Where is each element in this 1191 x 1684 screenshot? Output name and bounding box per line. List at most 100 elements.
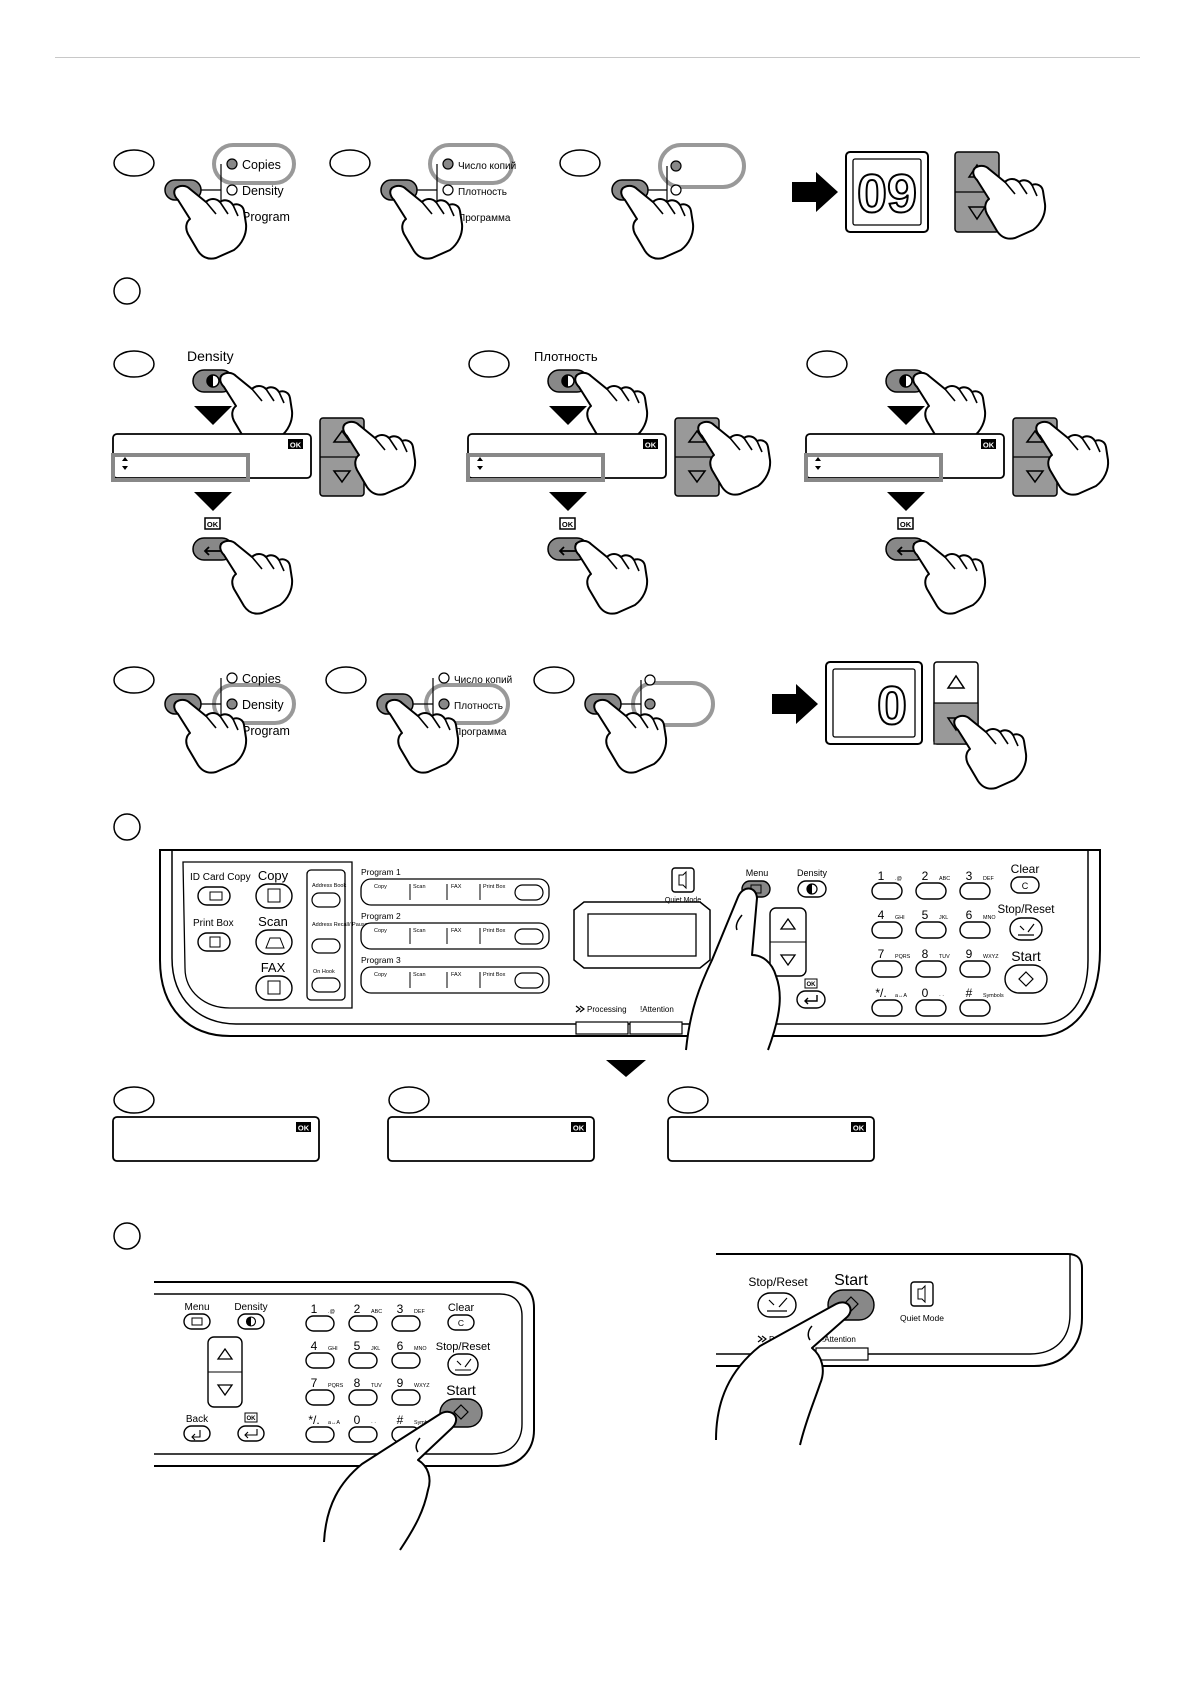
step-badge [113,813,141,841]
down-arrow-icon[interactable] [1025,470,1045,484]
svg-text:Scan: Scan [413,884,426,890]
number-key[interactable] [959,999,991,1017]
copy-button[interactable] [255,883,293,909]
number-key[interactable] [348,1426,378,1443]
number-key[interactable] [305,1389,335,1406]
number-key[interactable] [915,882,947,900]
up-arrow-icon[interactable] [216,1347,234,1360]
number-key[interactable] [391,1352,421,1369]
density-label: Плотность [534,349,598,364]
down-arrow-icon[interactable] [967,206,987,221]
clear-button[interactable] [1010,876,1040,894]
up-arrow-icon[interactable] [332,429,352,443]
scan-label: Scan [258,914,288,929]
ok-badge [204,517,221,530]
svg-text:Copy: Copy [374,884,387,890]
processing-label: Processing [587,1005,627,1014]
step-badge [325,666,367,694]
key-sublabel: .@ [328,1309,335,1315]
number-key[interactable] [348,1352,378,1369]
number-key[interactable] [915,960,947,978]
pressing-hand-icon [385,698,460,774]
ok-badge [559,517,576,530]
number-key[interactable] [305,1315,335,1332]
program-3-button[interactable] [514,972,544,989]
down-arrow-icon[interactable] [779,954,797,967]
number-key[interactable] [871,921,903,939]
led-copies [442,158,454,170]
quiet-mode-button[interactable] [671,867,695,893]
number-key[interactable] [391,1389,421,1406]
updown-indicator-icon [122,457,128,470]
back-button[interactable] [183,1425,211,1442]
number-key[interactable] [959,960,991,978]
led-density [438,698,450,710]
key-label: 4 [878,908,885,922]
number-key[interactable] [959,921,991,939]
down-arrow-icon[interactable] [216,1384,234,1397]
display-row: OK OK OK [112,1086,875,1162]
up-arrow-icon[interactable] [946,674,966,689]
ok-button[interactable] [796,990,826,1009]
number-key[interactable] [305,1426,335,1443]
svg-text:OK: OK [645,441,657,450]
step-badge [113,149,155,177]
ok-badge [643,439,658,449]
scan-button[interactable] [255,929,293,955]
pressing-hand-icon [173,698,248,774]
address-book-button[interactable] [311,892,341,908]
step-badge [113,1222,141,1250]
step-badge [113,350,155,378]
id-card-copy-button[interactable] [197,886,231,906]
key-sublabel: GHI [328,1346,338,1352]
down-arrow-icon[interactable] [687,470,707,484]
stop-reset-button[interactable] [757,1292,797,1318]
menu-button[interactable] [183,1313,211,1330]
on-hook-button[interactable] [311,977,341,993]
program-2-button[interactable] [514,928,544,945]
number-key[interactable] [391,1315,421,1332]
svg-text:OK: OK [290,441,302,450]
number-key[interactable] [348,1315,378,1332]
quiet-mode-button[interactable] [910,1281,934,1307]
clear-button[interactable] [447,1314,475,1331]
number-key[interactable] [915,999,947,1017]
program-1-button[interactable] [514,884,544,901]
down-arrow-icon [887,492,925,511]
number-key[interactable] [959,882,991,900]
id-card-copy-label: ID Card Copy [190,872,251,883]
stop-reset-button[interactable] [1009,917,1043,941]
key-label: 6 [966,908,973,922]
density-panel-ru: Плотность OK OK [466,349,772,615]
density-label: Density [234,1302,267,1313]
number-key[interactable] [348,1389,378,1406]
number-key[interactable] [871,960,903,978]
number-key[interactable] [871,999,903,1017]
number-key[interactable] [871,882,903,900]
fax-button[interactable] [255,975,293,1001]
ok-button[interactable] [237,1425,265,1442]
up-arrow-icon[interactable] [687,429,707,443]
down-arrow-icon[interactable] [332,470,352,484]
start-button[interactable] [1004,964,1048,994]
key-label: 4 [311,1339,318,1353]
stop-reset-button[interactable] [447,1353,479,1376]
step-badge [113,666,155,694]
up-arrow-icon[interactable] [1025,429,1045,443]
led-density [442,184,454,196]
ok-badge [288,439,303,449]
quiet-mode-icon [917,1284,926,1304]
print-box-button[interactable] [197,932,231,952]
address-recall-button[interactable] [311,938,341,954]
stop-reset-icon [1018,923,1035,936]
number-key[interactable] [305,1352,335,1369]
number-key[interactable] [915,921,947,939]
svg-text:C: C [1022,881,1029,891]
svg-text:FAX: FAX [451,928,462,934]
up-arrow-icon[interactable] [779,917,797,930]
print-box-icon [209,936,221,948]
address-recall-label: Address Recall/ Pause [312,922,368,928]
